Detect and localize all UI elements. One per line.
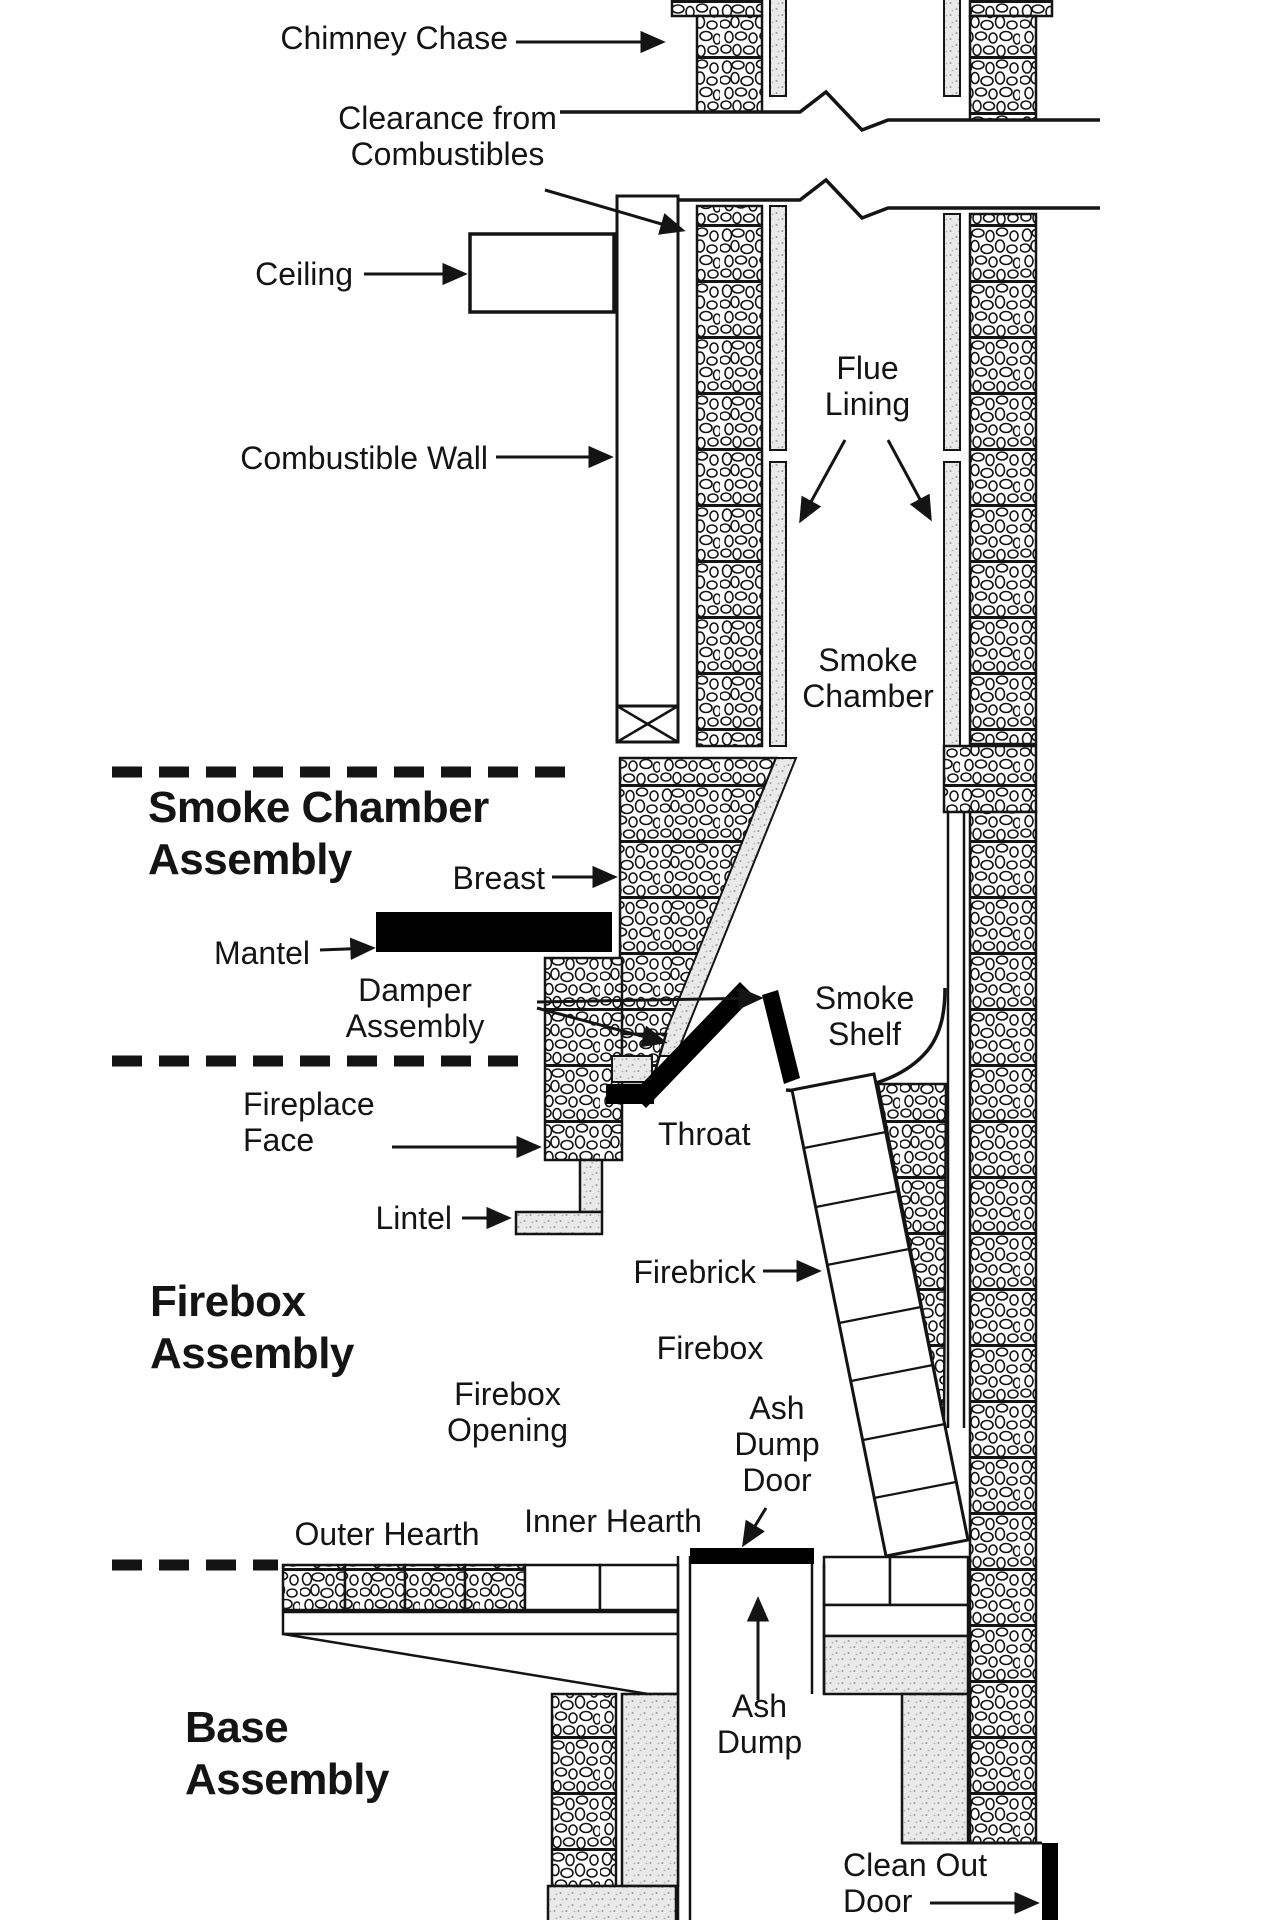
fireplace-face-label: Fireplace Face <box>243 1086 375 1159</box>
outer-hearth-brick-4 <box>463 1563 527 1612</box>
throat-liner-tail <box>611 1055 653 1083</box>
firebox-floor-brick-1 <box>822 1555 892 1607</box>
combustible-wall-shape <box>615 194 680 708</box>
base-masonry-column <box>550 1692 618 1888</box>
base-assembly-heading: Base Assembly <box>185 1703 389 1804</box>
left-wall-mid <box>695 204 764 748</box>
damper-assembly-label: Damper Assembly <box>345 972 485 1045</box>
firebox-floor-slab <box>822 1603 970 1638</box>
clean-out-door-shape <box>1042 1843 1058 1920</box>
flue-liner-left-mid-a <box>769 205 787 451</box>
clearance-arrow <box>544 188 686 235</box>
outer-hearth-brick-1 <box>281 1563 347 1612</box>
ash-dump-label: Ash Dump <box>716 1688 803 1761</box>
flue-lining-arrow-right <box>886 439 932 522</box>
combustible-wall-label: Combustible Wall <box>240 440 488 476</box>
clearance-label: Clearance from Combustibles <box>338 100 557 173</box>
damper-door <box>762 990 800 1084</box>
break-lines <box>560 89 1100 221</box>
ceiling-label: Ceiling <box>255 256 353 292</box>
flue-lining-label: Flue Lining <box>824 350 911 423</box>
flue-lining-arrow-left <box>799 439 847 524</box>
outer-hearth-brick-2 <box>343 1563 407 1612</box>
ash-dump-door-arrow <box>742 1507 768 1548</box>
firebox-label: Firebox <box>656 1330 764 1366</box>
breast-label: Breast <box>452 860 545 896</box>
flue-liner-left-upper <box>769 0 787 97</box>
cleanout-back-block <box>900 1692 970 1845</box>
right-wall-upper <box>968 14 1038 122</box>
outer-hearth-brick-3 <box>403 1563 467 1612</box>
fireplace-face-masonry <box>543 956 624 1162</box>
lintel-label: Lintel <box>375 1200 453 1236</box>
flue-liner-right-upper <box>943 0 961 97</box>
right-wall-lower <box>968 810 1038 1845</box>
hearth-support-taper <box>282 1632 680 1696</box>
inner-hearth-label: Inner Hearth <box>524 1503 702 1539</box>
section-divider-lines <box>112 766 570 1571</box>
throat-label: Throat <box>658 1116 751 1152</box>
right-wall-mid <box>968 212 1038 746</box>
ash-dump-door-shape <box>690 1548 814 1564</box>
firebox-opening-label: Firebox Opening <box>447 1376 568 1449</box>
ceiling-box <box>468 232 616 314</box>
firebox-floor-fill <box>822 1634 970 1696</box>
left-wall-cap <box>670 0 764 18</box>
damper-arrow-short <box>536 1006 668 1048</box>
smoke-chamber-label: Smoke Chamber <box>802 642 934 715</box>
smoke-chamber-assembly-heading: Smoke Chamber Assembly <box>148 783 489 884</box>
flue-liner-right-mid-a <box>943 213 961 451</box>
chimney-top-section <box>670 0 1054 122</box>
base-block-column <box>620 1692 680 1888</box>
right-wall-smoke-chamber-block <box>942 744 1038 814</box>
chimney-mid-section <box>695 204 1038 748</box>
left-wall-upper <box>695 14 764 114</box>
hearth-slab <box>281 1610 680 1636</box>
smoke-shelf-label: Smoke Shelf <box>814 980 915 1053</box>
flue-liner-left-mid-b <box>769 461 787 747</box>
break-line-lower <box>624 177 1100 221</box>
mantel-arrow <box>319 937 376 961</box>
mantel-label: Mantel <box>213 935 310 971</box>
firebox-floor-brick-2 <box>888 1555 970 1607</box>
firebrick-label: Firebrick <box>633 1254 756 1290</box>
firebox-structure <box>790 1072 970 1558</box>
outer-hearth-label: Outer Hearth <box>294 1516 480 1552</box>
clean-out-door-label: Clean Out Door <box>843 1847 988 1920</box>
leader-arrows <box>319 30 1040 1915</box>
firebrick-joints <box>803 1130 957 1500</box>
chimney-chase-label: Chimney Chase <box>280 20 508 56</box>
hearth-structure <box>281 1548 1058 1920</box>
break-line-upper <box>560 89 1100 133</box>
damper-frame <box>632 982 754 1108</box>
inner-hearth-brick-1 <box>523 1563 602 1612</box>
lintel-shape <box>514 1158 604 1236</box>
wall-cross-brace <box>615 704 680 744</box>
inner-hearth-brick-2 <box>598 1563 680 1612</box>
right-wall-cap <box>968 0 1054 18</box>
ash-dump-door-label: Ash Dump Door <box>734 1390 820 1499</box>
base-footing <box>546 1884 678 1920</box>
damper-arrow-long <box>536 987 764 1010</box>
mantel-shape <box>376 912 612 952</box>
firebox-assembly-heading: Firebox Assembly <box>150 1277 354 1378</box>
smoke-chamber-assembly-structure <box>543 744 1038 1845</box>
